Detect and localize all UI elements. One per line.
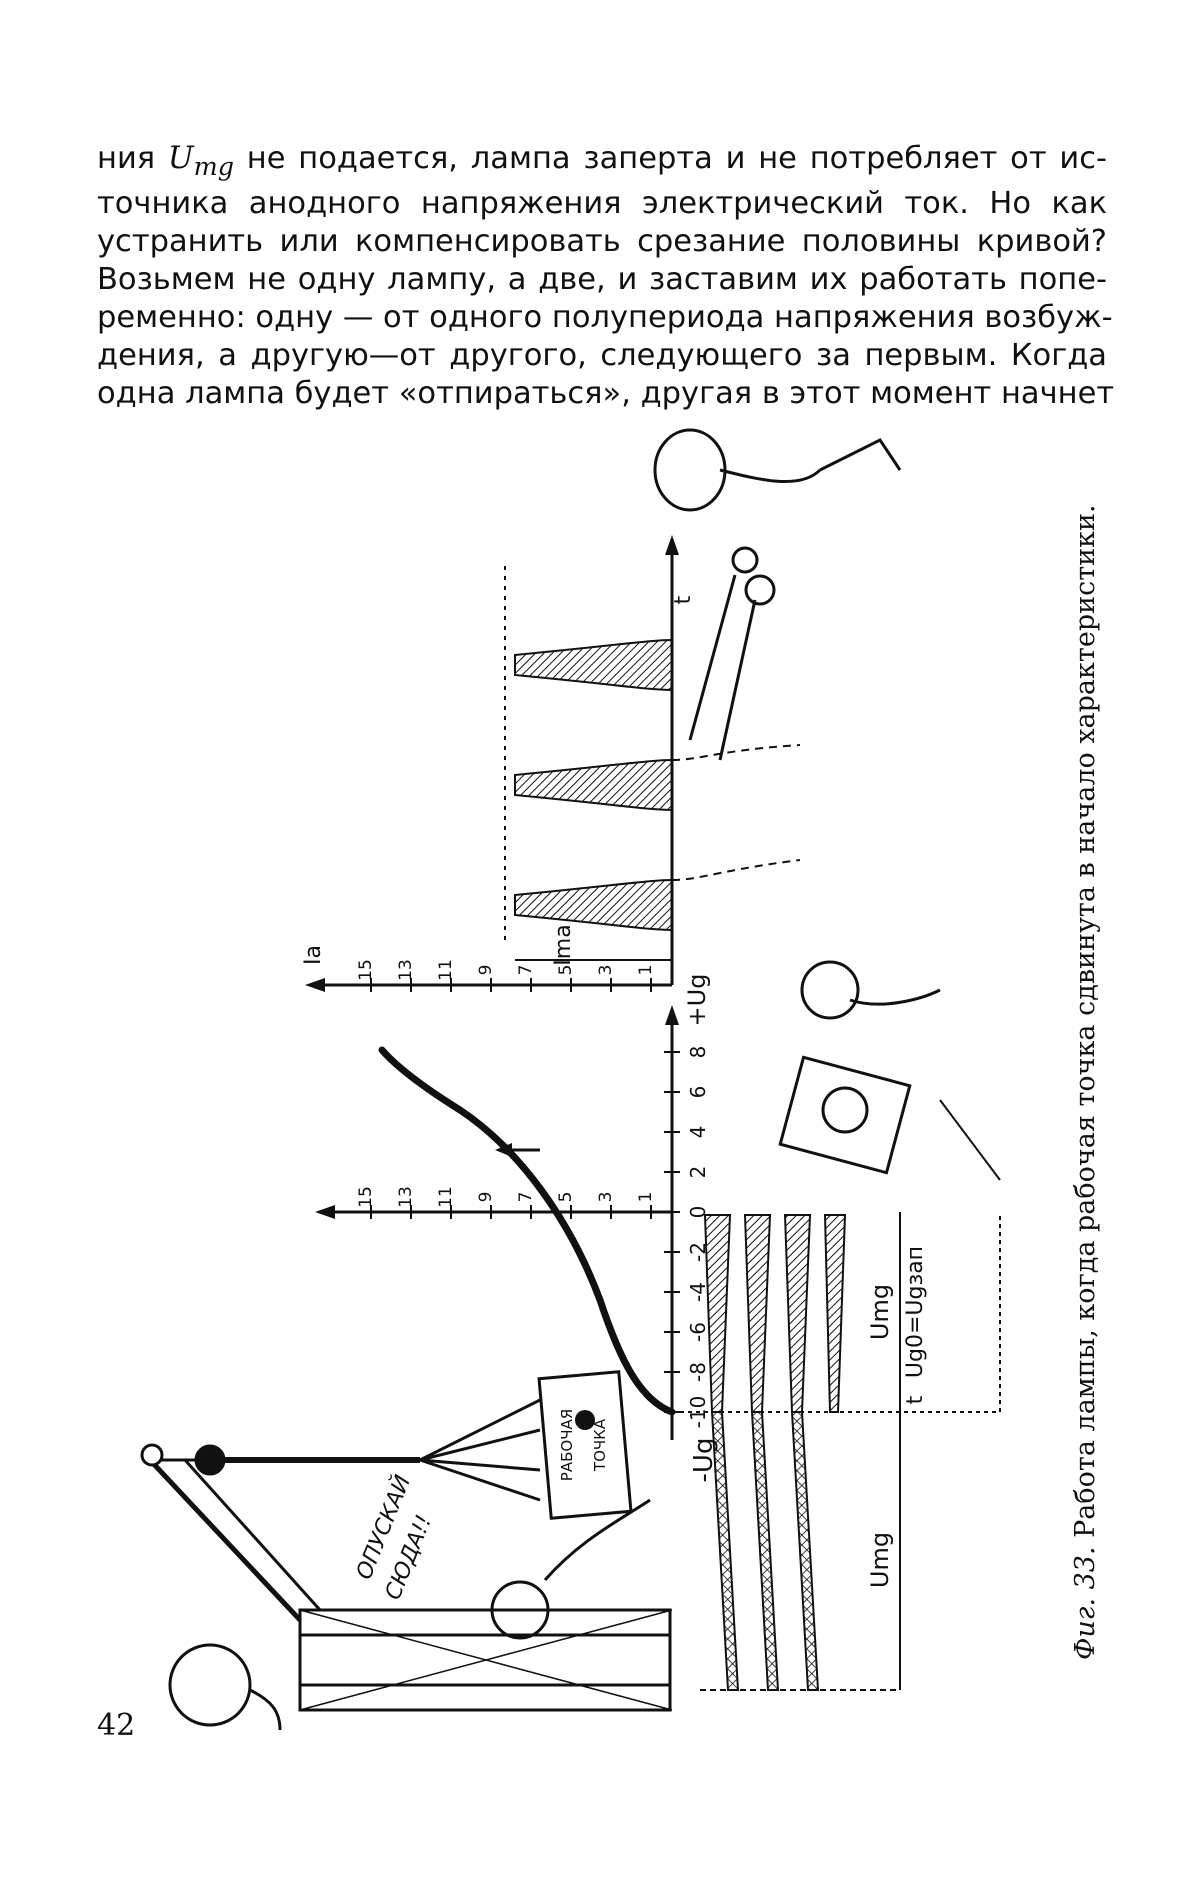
character-worker xyxy=(490,1498,651,1640)
crane-drawing xyxy=(140,1398,673,1712)
caption-figure-label: Фиг. 33. xyxy=(1070,1546,1101,1660)
ug-tick-label: -4 xyxy=(686,1282,710,1302)
page-number: 42 xyxy=(97,1708,136,1743)
ug-tick-label: -6 xyxy=(686,1322,710,1342)
ia-tick-label: 1 xyxy=(636,965,656,976)
ia-tick-label: 11 xyxy=(436,1186,456,1208)
character-boy-scissors xyxy=(653,428,902,761)
caption-text-rotated: Фиг. 33. Работа лампы, когда рабочая точ… xyxy=(1070,504,1101,1660)
ug-tick-label: -8 xyxy=(686,1362,710,1382)
text-line-3: устранить или компенсировать срезание по… xyxy=(97,224,1107,260)
ia-tick-label: 3 xyxy=(596,1192,616,1203)
ia-tick-label: 13 xyxy=(396,1186,416,1208)
text-line-5: ременно: одну — от одного полупериода на… xyxy=(97,300,1113,336)
ia-tick-label: 7 xyxy=(516,965,536,976)
ug-tick-label: 4 xyxy=(686,1126,710,1139)
ia-tick-label: 15 xyxy=(356,959,376,981)
box-text-2: ТОЧКА xyxy=(591,1418,609,1472)
box-text-1: РАБОЧАЯ xyxy=(558,1409,576,1481)
t-axis-label-pulses: t xyxy=(671,595,696,604)
ug-axis xyxy=(664,1005,680,1440)
ug0-label: Ug0=Ugзап xyxy=(903,1246,928,1378)
ground-line-drawing xyxy=(939,1099,1001,1181)
ug-tick-label: -2 xyxy=(686,1242,710,1262)
ia-tick-label: 3 xyxy=(596,965,616,976)
text-line-2: точника анодного напряжения электрически… xyxy=(97,186,1107,222)
ug-tick-label: 6 xyxy=(686,1086,710,1099)
caption-body: Работа лампы, когда рабочая точка сдвину… xyxy=(1070,504,1101,1547)
ia-tick-label: 13 xyxy=(396,959,416,981)
ia-tick-label: 9 xyxy=(476,965,496,976)
umg-label-upper: Umg xyxy=(866,1284,894,1340)
ia-tick-label: 5 xyxy=(556,1192,576,1203)
ia-tick-label: 5 xyxy=(556,965,576,976)
ia-tick-label: 9 xyxy=(476,1192,496,1203)
figure-caption: Фиг. 33. Работа лампы, когда рабочая точ… xyxy=(1070,400,1110,1660)
ug-tick-labels: -10 -8 -6 -4 -2 0 2 4 6 8 -Ug +Ug xyxy=(683,974,719,1483)
ia-tick-label: 15 xyxy=(356,1186,376,1208)
axis-label-pos-ug: +Ug xyxy=(683,974,711,1027)
characteristic-curve xyxy=(378,1046,676,1416)
character-crane-operator xyxy=(168,1643,282,1731)
ia-tick-label: 1 xyxy=(636,1192,656,1203)
ug-tick-label: 8 xyxy=(686,1046,710,1059)
character-portrait xyxy=(778,1055,912,1175)
text-line-7: одна лампа будет «отпираться», другая в … xyxy=(97,376,1115,412)
figure-33-illustration: -10 -8 -6 -4 -2 0 2 4 6 8 -Ug +Ug 1 3 5 … xyxy=(140,428,1001,1731)
text-line-6: дения, а другую—от другого, следующего з… xyxy=(97,338,1107,374)
body-text: ния Umg не подается, лампа заперта и не … xyxy=(97,140,1115,413)
text-line-1: ния Umg не подается, лампа заперта и не … xyxy=(97,141,1107,182)
ima-label: Ima xyxy=(551,924,576,965)
ia-axis-right: 1 3 5 7 9 11 13 15 Iа t xyxy=(301,535,696,992)
character-boy-small xyxy=(800,960,941,1020)
working-point-box: РАБОЧАЯ ТОЧКА xyxy=(537,1370,633,1520)
shout-text: ОПУСКАЙ СЮДА!! xyxy=(351,1472,437,1604)
ia-tick-label: 7 xyxy=(516,1192,536,1203)
ia-tick-label: 11 xyxy=(436,959,456,981)
ug-tick-label: 0 xyxy=(686,1206,710,1219)
text-line-4: Возьмем не одну лампу, а две, и заставим… xyxy=(97,262,1107,298)
ia-axis-label: Iа xyxy=(301,945,326,965)
ia-axis-left: 1 3 5 7 9 11 13 15 xyxy=(315,1143,672,1219)
input-signal-waveform: Umg Ug0=Ugзап Umg t xyxy=(672,1212,1001,1691)
t-axis-label-input: t xyxy=(903,1395,928,1404)
ug-tick-label: 2 xyxy=(686,1166,710,1179)
umg-label-lower: Umg xyxy=(866,1532,894,1588)
output-pulses: Ima xyxy=(504,560,801,966)
